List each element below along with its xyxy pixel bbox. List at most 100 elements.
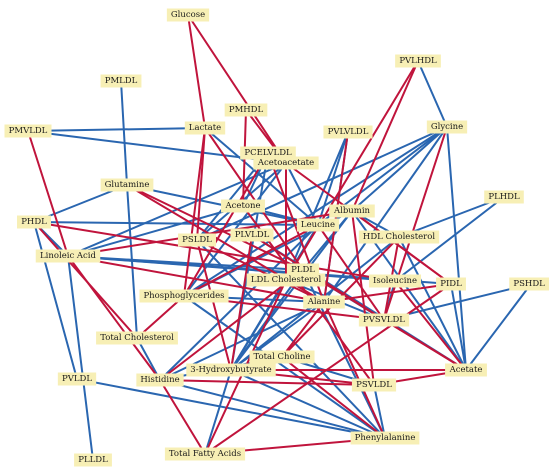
edge-positive-leucine-phospho [183, 224, 319, 297]
node-label: PMLDL [105, 76, 138, 86]
node-label: Histidine [140, 375, 179, 385]
node-box [4, 124, 52, 138]
node-label: PVLVLDL [328, 127, 369, 137]
node-box [358, 230, 440, 244]
node-hydroxy: 3-Hydroxybutyrate [186, 363, 276, 377]
node-label: Isoleucine [373, 276, 417, 286]
node-label: Acetoacetate [257, 158, 314, 168]
edge-negative-lactate-leucine [204, 127, 319, 226]
edge-negative-histidine-phenylalanine [159, 379, 386, 439]
node-label: HDL Cholesterol [363, 232, 435, 242]
node-pvlhdl: PVLHDL [395, 54, 441, 68]
node-box [296, 218, 340, 232]
node-box [323, 125, 373, 139]
node-totchol: Total Cholesterol [96, 331, 178, 345]
edge-positive-lactate-phospho [183, 127, 206, 297]
edge-negative-hdlchol-acetate [398, 236, 467, 371]
node-label: Acetate [449, 365, 483, 375]
edge-positive-histidine-psvldl [159, 379, 375, 386]
edge-positive-lactate-psldl [196, 127, 206, 241]
node-pldl: PLDL [286, 263, 320, 277]
edge-negative-pvldl-phenylalanine [76, 378, 386, 439]
edge-negative-acetone-linoleic [67, 205, 244, 257]
edge-positive-pvsvldl-acetate [383, 319, 467, 371]
node-histidine: Histidine [136, 373, 184, 387]
edge-positive-glucose-acetoacetate [187, 14, 287, 164]
node-box [224, 103, 268, 117]
node-box [184, 121, 226, 135]
node-pidl: PIDL [436, 277, 466, 291]
node-box [303, 295, 345, 309]
edge-negative-linoleic-plldl [67, 255, 94, 461]
node-hdlchol: HDL Cholesterol [358, 230, 440, 244]
node-label: PMHDL [229, 105, 264, 115]
edge-positive-pidl-totfatty [204, 283, 452, 455]
edge-negative-totchol-histidine [136, 337, 161, 381]
node-box [177, 233, 217, 247]
node-label: Alanine [307, 297, 341, 307]
edge-positive-psldl-alanine [196, 239, 325, 303]
node-albumin: Albumin [329, 204, 375, 218]
node-label: Glucose [171, 10, 205, 20]
edge-negative-pshdl-acetate [465, 283, 532, 371]
node-label: PLLDL [78, 455, 108, 465]
node-label: PVLHDL [399, 56, 437, 66]
edge-negative-glycine-albumin [351, 126, 448, 212]
node-box [445, 363, 487, 377]
edge-positive-albumin-psvldl [351, 210, 375, 386]
edge-negative-totfatty-hydroxy [204, 369, 232, 455]
node-pcelvldl: PCELVLDL [240, 146, 296, 160]
node-label: PSHDL [513, 279, 545, 289]
node-pshdl: PSHDL [509, 277, 549, 291]
node-box [100, 74, 142, 88]
node-box [57, 372, 97, 386]
node-label: PLDL [291, 265, 315, 275]
node-box [96, 331, 178, 345]
node-label: PSVLDL [356, 380, 392, 390]
edge-positive-glucose-lactate [187, 14, 206, 129]
node-label: Phenylalanine [355, 433, 416, 443]
node-pmldl: PMLDL [100, 74, 142, 88]
node-acetone: Acetone [221, 199, 265, 213]
node-pmhdl: PMHDL [224, 103, 268, 117]
node-label: Phosphoglycerides [143, 291, 224, 301]
edge-positive-phospho-totchol [136, 295, 185, 339]
node-box [35, 249, 101, 263]
node-box [139, 289, 229, 303]
node-alanine: Alanine [303, 295, 345, 309]
edge-negative-phdl-pvldl [33, 221, 78, 380]
node-label: Lactate [189, 123, 221, 133]
edge-positive-linoleic-alanine [67, 255, 325, 303]
node-label: PVLDL [62, 374, 92, 384]
node-label: Total Choline [253, 352, 310, 362]
node-acetate: Acetate [445, 363, 487, 377]
node-glutamine: Glutamine [100, 178, 154, 192]
node-label: Linoleic Acid [40, 251, 97, 261]
node-label: PHDL [21, 217, 47, 227]
node-label: Acetone [225, 201, 261, 211]
node-totfatty: Total Fatty Acids [164, 447, 246, 461]
node-pvsvldl: PVSVLDL [358, 313, 410, 327]
node-label: PVSVLDL [363, 315, 405, 325]
node-label: PLVLDL [235, 230, 270, 240]
edge-positive-glycine-pvsvldl [383, 126, 448, 321]
edge-positive-alanine-pidl [323, 283, 452, 303]
node-linoleic: Linoleic Acid [35, 249, 101, 263]
edge-positive-pvlhdl-ldlchol [285, 60, 419, 281]
node-box [249, 350, 315, 364]
edge-positive-histidine-totfatty [159, 379, 206, 455]
node-box [230, 228, 274, 242]
node-plvldl: PLVLDL [230, 228, 274, 242]
node-box [17, 215, 51, 229]
node-label: PMVLDL [9, 126, 48, 136]
node-box [358, 313, 410, 327]
node-psldl: PSLDL [177, 233, 217, 247]
node-label: Total Cholesterol [100, 333, 174, 343]
node-box [329, 204, 375, 218]
edge-positive-phdl-isoleucine [33, 221, 396, 282]
edge-positive-pldl-histidine [159, 269, 304, 381]
edge-positive-albumin-pidl [351, 210, 452, 285]
edge-positive-pcelvldl-phospho [183, 152, 269, 297]
node-isoleucine: Isoleucine [368, 274, 422, 288]
